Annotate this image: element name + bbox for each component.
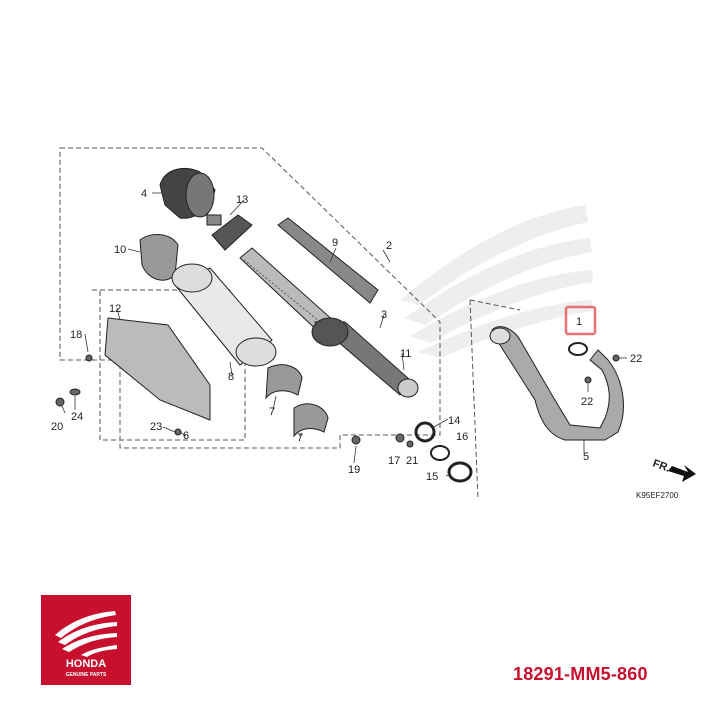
callout-19: 19 — [348, 464, 360, 476]
part-gasket-15 — [447, 461, 473, 483]
callout-21: 21 — [406, 455, 418, 467]
callout-7b: 7 — [297, 432, 303, 444]
fasteners — [55, 354, 414, 448]
callout-15: 15 — [426, 471, 438, 483]
direction-label: FR. — [651, 458, 672, 475]
part-end-cap — [159, 168, 216, 219]
callout-20: 20 — [51, 421, 63, 433]
callout-13: 13 — [236, 194, 248, 206]
callout-1: 1 — [576, 316, 582, 328]
callout-3: 3 — [381, 309, 387, 321]
front-direction-arrow: FR. — [651, 458, 696, 482]
part-packing-roll — [171, 263, 277, 367]
callout-6: 6 — [183, 430, 189, 442]
assembly-boundary — [59, 147, 441, 449]
callout-labels: 1 2 3 4 5 6 7 7 8 9 10 11 12 13 14 15 16… — [51, 188, 642, 483]
diagram-code: K95EF2700 — [636, 491, 679, 500]
part-inner-pipe — [311, 317, 419, 398]
callout-4: 4 — [141, 188, 147, 200]
callout-7a: 7 — [269, 406, 275, 418]
callout-12: 12 — [109, 303, 121, 315]
callout-9: 9 — [332, 237, 338, 249]
part-heat-guard — [104, 317, 211, 421]
exhaust-pipe-boundary — [469, 299, 521, 501]
part-band-lower — [293, 403, 329, 438]
callout-22a: 22 — [630, 353, 642, 365]
brand-tagline: GENUINE PARTS — [66, 672, 107, 678]
honda-wing-logo-icon: HONDA GENUINE PARTS — [41, 595, 131, 685]
part-clamp — [414, 421, 436, 443]
part-packing-strip — [277, 217, 379, 304]
callout-17: 17 — [388, 455, 400, 467]
part-number: 18291-MM5-860 — [513, 664, 648, 684]
part-gasket-1 — [568, 342, 588, 356]
callout-8: 8 — [228, 371, 234, 383]
callout-16: 16 — [456, 431, 468, 443]
part-exhaust-pipe — [489, 326, 624, 441]
callout-23: 23 — [150, 421, 162, 433]
callout-18: 18 — [70, 329, 82, 341]
part-gasket-16 — [430, 445, 450, 461]
part-flange — [206, 214, 253, 251]
callout-5: 5 — [583, 451, 589, 463]
honda-logo: HONDA GENUINE PARTS — [41, 595, 131, 685]
part-band-upper — [265, 364, 303, 400]
callout-22b: 22 — [581, 396, 593, 408]
callout-14: 14 — [448, 415, 460, 427]
brand-name: HONDA — [66, 658, 106, 670]
callout-2: 2 — [386, 240, 392, 252]
callout-10: 10 — [114, 244, 126, 256]
highlight-box — [564, 305, 597, 336]
callout-11: 11 — [400, 348, 411, 360]
leader-lines — [61, 192, 627, 477]
part-inner-cap — [139, 234, 179, 281]
callout-24: 24 — [71, 411, 83, 423]
